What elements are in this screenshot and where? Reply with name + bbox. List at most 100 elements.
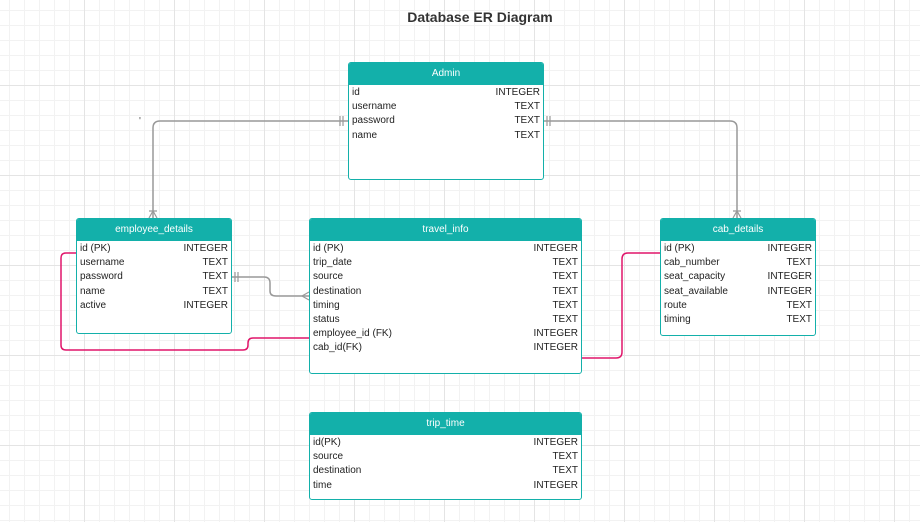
field-type: TEXT bbox=[514, 115, 540, 127]
field-name: id (PK) bbox=[80, 243, 111, 254]
field-name: seat_available bbox=[664, 285, 728, 297]
field-name: timing bbox=[664, 313, 691, 325]
field-type: INTEGER bbox=[533, 479, 578, 491]
field-type: TEXT bbox=[786, 299, 812, 311]
field-name: cab_number bbox=[664, 257, 720, 269]
field-type: INTEGER bbox=[183, 243, 228, 254]
field-type: TEXT bbox=[514, 101, 540, 113]
field-row[interactable]: time INTEGER bbox=[313, 479, 578, 493]
rel-employee-id-fk[interactable] bbox=[60, 252, 309, 351]
field-type: TEXT bbox=[552, 271, 578, 283]
field-name: time bbox=[313, 479, 332, 491]
field-name: seat_capacity bbox=[664, 271, 726, 283]
field-row[interactable]: source TEXT bbox=[313, 450, 578, 464]
entity-employee-details[interactable]: employee_details id (PK) INTEGER username… bbox=[76, 218, 232, 334]
field-type: INTEGER bbox=[183, 299, 228, 311]
entity-header: Admin bbox=[349, 63, 543, 85]
field-type: TEXT bbox=[514, 129, 540, 141]
field-name: id bbox=[352, 87, 360, 98]
field-type: TEXT bbox=[552, 465, 578, 477]
rel-employee-travel[interactable] bbox=[232, 276, 309, 297]
field-type: INTEGER bbox=[495, 87, 540, 98]
field-row[interactable]: username TEXT bbox=[352, 100, 540, 114]
field-name: id (PK) bbox=[664, 243, 695, 254]
field-name: password bbox=[352, 115, 395, 127]
rel-cab-id-fk[interactable] bbox=[581, 252, 660, 359]
field-row[interactable]: trip_date TEXT bbox=[313, 256, 578, 270]
field-type: TEXT bbox=[786, 257, 812, 269]
field-row[interactable]: source TEXT bbox=[313, 270, 578, 284]
diagram-title: Database ER Diagram bbox=[407, 9, 553, 25]
field-name: timing bbox=[313, 299, 340, 311]
entity-header: trip_time bbox=[310, 413, 581, 435]
field-type: INTEGER bbox=[767, 271, 812, 283]
field-type: TEXT bbox=[202, 271, 228, 283]
field-name: username bbox=[352, 101, 397, 113]
field-row[interactable]: timing TEXT bbox=[664, 313, 812, 327]
field-name: source bbox=[313, 451, 344, 463]
rel-admin-employee[interactable] bbox=[152, 120, 348, 218]
field-row[interactable]: employee_id (FK) INTEGER bbox=[313, 327, 578, 341]
field-row[interactable]: cab_number TEXT bbox=[664, 256, 812, 270]
one-marker-employee-right bbox=[234, 272, 239, 282]
field-row[interactable]: id INTEGER bbox=[352, 86, 540, 100]
entity-header: travel_info bbox=[310, 219, 581, 241]
field-type: TEXT bbox=[552, 257, 578, 269]
field-row[interactable]: password TEXT bbox=[352, 114, 540, 128]
field-row[interactable]: name TEXT bbox=[80, 285, 228, 299]
field-name: password bbox=[80, 271, 123, 283]
field-row[interactable]: id(PK)INTEGER bbox=[313, 436, 578, 450]
field-type: TEXT bbox=[202, 285, 228, 297]
field-row[interactable]: seat_capacity INTEGER bbox=[664, 270, 812, 284]
field-name: route bbox=[664, 299, 687, 311]
field-name: id (PK) bbox=[313, 243, 344, 254]
field-name: source bbox=[313, 271, 344, 283]
field-name: cab_id(FK) bbox=[313, 342, 362, 354]
field-row[interactable]: username TEXT bbox=[80, 256, 228, 270]
field-row[interactable]: destination TEXT bbox=[313, 464, 578, 478]
field-type: INTEGER bbox=[533, 342, 578, 354]
field-type: INTEGER bbox=[533, 437, 578, 448]
field-name: status bbox=[313, 313, 340, 325]
field-type: TEXT bbox=[552, 285, 578, 297]
field-row[interactable]: id (PK) INTEGER bbox=[664, 242, 812, 256]
field-name: name bbox=[80, 285, 106, 297]
field-row[interactable]: id (PK) INTEGER bbox=[80, 242, 228, 256]
field-type: TEXT bbox=[202, 257, 228, 269]
field-name: destination bbox=[313, 465, 362, 477]
field-type: INTEGER bbox=[533, 243, 578, 254]
field-type: TEXT bbox=[786, 313, 812, 325]
field-row[interactable]: active INTEGER bbox=[80, 299, 228, 313]
field-name: employee_id (FK) bbox=[313, 328, 392, 340]
field-type: INTEGER bbox=[767, 243, 812, 254]
field-row[interactable]: seat_available INTEGER bbox=[664, 285, 812, 299]
field-row[interactable]: timing TEXT bbox=[313, 299, 578, 313]
stray-mark: ' bbox=[139, 116, 141, 127]
field-row[interactable]: route TEXT bbox=[664, 299, 812, 313]
field-row[interactable]: name TEXT bbox=[352, 129, 540, 143]
entity-header: employee_details bbox=[77, 219, 231, 241]
field-row[interactable]: cab_id(FK) INTEGER bbox=[313, 341, 578, 355]
rel-admin-cab[interactable] bbox=[543, 120, 738, 218]
field-row[interactable]: password TEXT bbox=[80, 270, 228, 284]
field-name: username bbox=[80, 257, 125, 269]
field-type: TEXT bbox=[552, 313, 578, 325]
field-name: active bbox=[80, 299, 107, 311]
field-name: trip_date bbox=[313, 257, 352, 269]
field-name: name bbox=[352, 129, 378, 141]
field-type: TEXT bbox=[552, 451, 578, 463]
field-type: TEXT bbox=[552, 299, 578, 311]
field-row[interactable]: id (PK) INTEGER bbox=[313, 242, 578, 256]
crowfoot-cab-top bbox=[732, 209, 742, 219]
crowfoot-travel-left bbox=[300, 291, 310, 301]
entity-header: cab_details bbox=[661, 219, 815, 241]
field-type: INTEGER bbox=[533, 328, 578, 340]
field-row[interactable]: status TEXT bbox=[313, 313, 578, 327]
field-type: INTEGER bbox=[767, 285, 812, 297]
